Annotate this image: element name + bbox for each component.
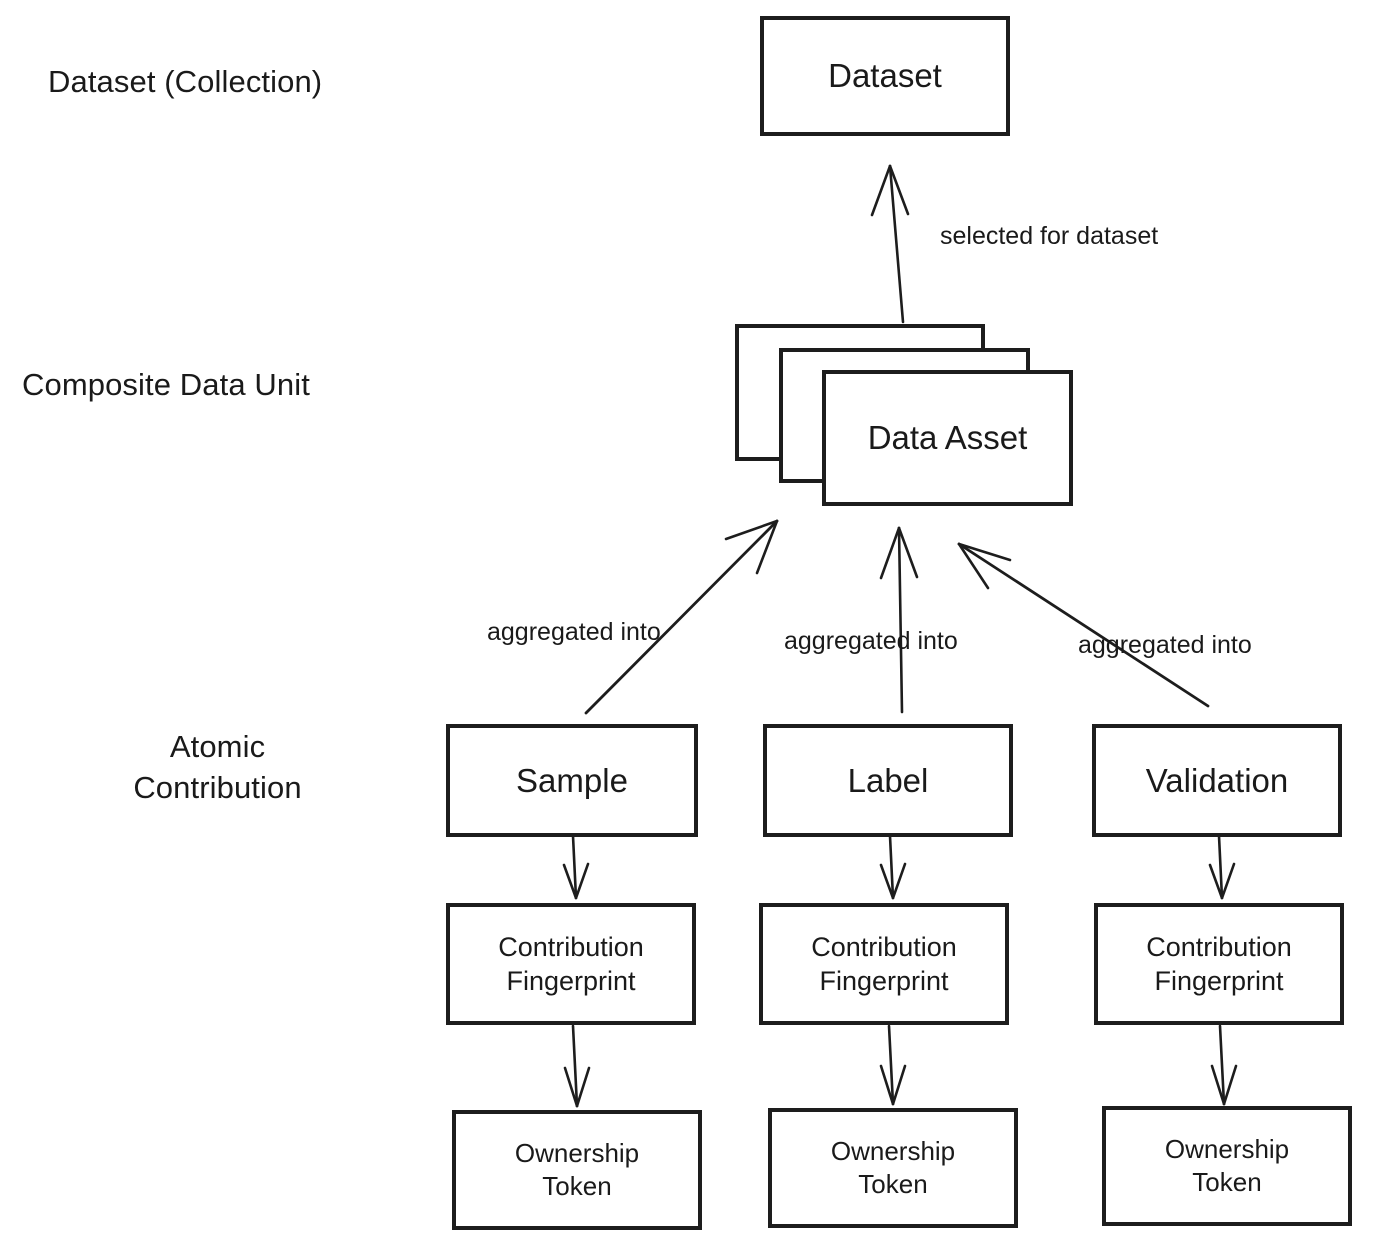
edge-label-aggregated-into-middle: aggregated into	[784, 627, 958, 655]
edge-sample-to-dataasset	[584, 519, 779, 715]
node-dataset-label: Dataset	[828, 57, 942, 95]
node-validation[interactable]: Validation	[1092, 724, 1342, 837]
node-data-asset[interactable]: Data Asset	[822, 370, 1073, 506]
node-contribution-fingerprint-3-label: Contribution Fingerprint	[1146, 931, 1292, 996]
edge-fingerprint-to-token-3	[1210, 1024, 1238, 1106]
node-ownership-token-3-label: Ownership Token	[1164, 1134, 1290, 1197]
node-label-label: Label	[847, 761, 929, 799]
node-validation-label: Validation	[1145, 761, 1289, 799]
node-ownership-token-1[interactable]: Ownership Token	[452, 1110, 702, 1230]
node-dataset[interactable]: Dataset	[760, 16, 1010, 136]
edge-label-to-dataasset	[879, 526, 919, 714]
edge-label-to-fingerprint	[879, 834, 907, 900]
row-label-composite: Composite Data Unit	[22, 367, 310, 402]
edge-sample-to-fingerprint	[562, 834, 590, 900]
row-label-atomic: Atomic Contribution	[133, 729, 302, 805]
edge-fingerprint-to-token-1	[563, 1024, 591, 1108]
edge-dataasset-to-dataset	[870, 164, 910, 324]
edge-validation-to-dataasset	[957, 542, 1210, 708]
node-contribution-fingerprint-1[interactable]: Contribution Fingerprint	[446, 903, 696, 1025]
node-sample-label: Sample	[516, 761, 628, 799]
node-contribution-fingerprint-1-label: Contribution Fingerprint	[498, 931, 644, 996]
edge-label-selected-for-dataset: selected for dataset	[940, 222, 1159, 250]
edge-fingerprint-to-token-2	[879, 1024, 907, 1106]
node-label[interactable]: Label	[763, 724, 1013, 837]
node-ownership-token-1-label: Ownership Token	[514, 1138, 640, 1201]
row-label-dataset: Dataset (Collection)	[48, 64, 323, 99]
node-contribution-fingerprint-2[interactable]: Contribution Fingerprint	[759, 903, 1009, 1025]
edge-label-aggregated-into-right: aggregated into	[1078, 631, 1252, 659]
edge-label-aggregated-into-left: aggregated into	[487, 618, 661, 646]
node-ownership-token-3[interactable]: Ownership Token	[1102, 1106, 1352, 1226]
node-data-asset-label: Data Asset	[867, 419, 1028, 457]
node-ownership-token-2-label: Ownership Token	[830, 1136, 956, 1199]
node-sample[interactable]: Sample	[446, 724, 698, 837]
node-ownership-token-2[interactable]: Ownership Token	[768, 1108, 1018, 1228]
node-contribution-fingerprint-2-label: Contribution Fingerprint	[811, 931, 957, 996]
node-contribution-fingerprint-3[interactable]: Contribution Fingerprint	[1094, 903, 1344, 1025]
edge-validation-to-fingerprint	[1208, 834, 1236, 900]
